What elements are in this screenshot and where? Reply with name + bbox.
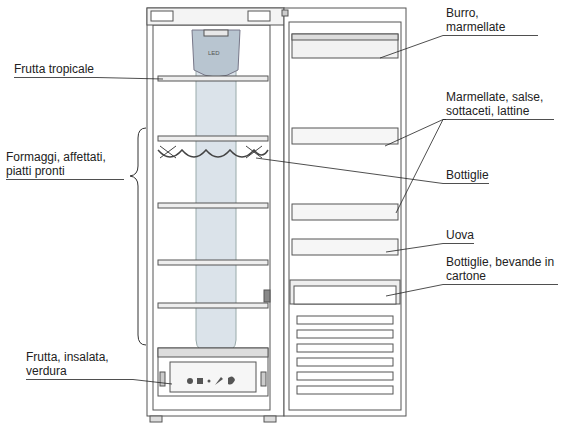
leader-line (256, 158, 446, 184)
lamp-label: LED (208, 50, 220, 57)
door-slat (297, 372, 393, 380)
door-slat (297, 386, 393, 394)
callout-label: Frutta tropicale (14, 62, 94, 76)
label-underline (14, 77, 94, 78)
label-underline (446, 119, 554, 120)
callout-label: Bottiglie, bevande in cartone (446, 255, 558, 283)
door-slat (297, 316, 393, 324)
door-slat (297, 330, 393, 338)
leader-line (130, 380, 172, 385)
callout-label: Burro, marmellate (446, 6, 538, 34)
label-underline (446, 284, 558, 285)
callout-label: Frutta, insalata, verdura (26, 350, 130, 378)
leader-line (380, 36, 446, 59)
label-underline (446, 183, 489, 184)
callout-label: Bottiglie (446, 168, 489, 182)
callout-label: Uova (446, 228, 474, 242)
callout-label: Formaggi, affettati, piatti pronti (6, 150, 124, 178)
leader-line (385, 120, 446, 147)
leader-line (94, 78, 163, 80)
leader-line (396, 120, 446, 214)
label-underline (446, 243, 474, 244)
leader-line (386, 244, 446, 253)
callout-label: Marmellate, salse, sottaceti, lattine (446, 90, 554, 118)
leader-line (386, 285, 446, 297)
label-underline (6, 179, 124, 180)
label-underline (26, 379, 130, 380)
door-slat (297, 344, 393, 352)
door-slat (297, 358, 393, 366)
label-underline (446, 35, 538, 36)
